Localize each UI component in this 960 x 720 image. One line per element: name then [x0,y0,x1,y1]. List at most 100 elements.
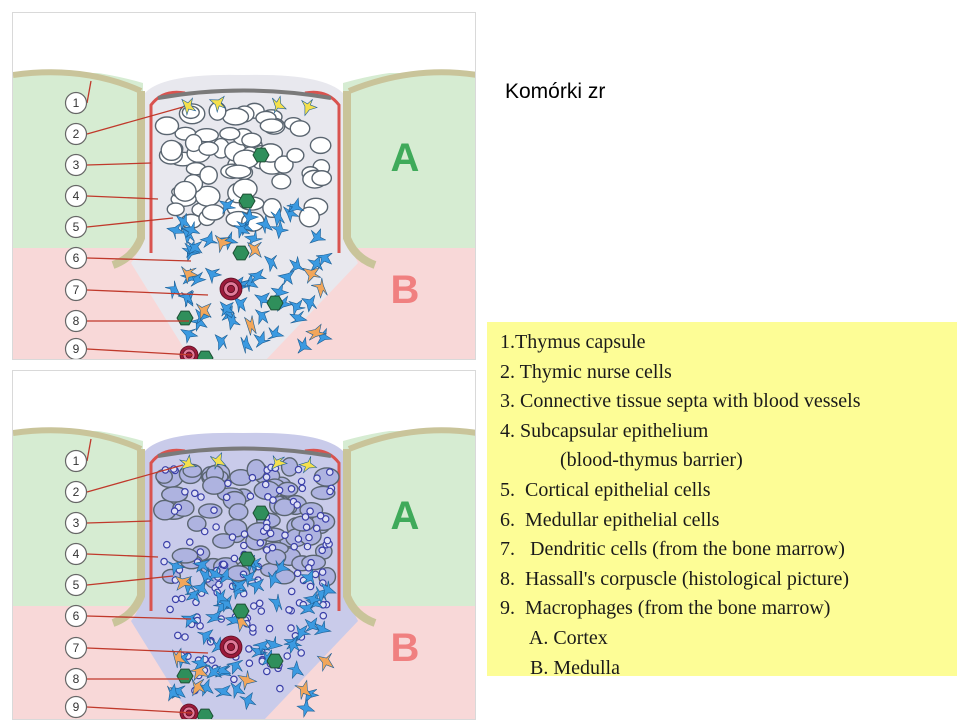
thymic-nurse-cell [210,451,227,470]
legend-item: 9. Macrophages (from the bone marrow) [500,597,831,620]
zone-label-cortex: A [391,136,420,180]
zone-label-cortex: A [391,494,420,538]
legend-item: B. Medulla [500,656,620,679]
lymphocyte [306,582,315,591]
dendritic-cell [239,692,257,711]
number-label: 3 [73,516,80,530]
lymphocyte [306,507,314,516]
number-label: 4 [73,189,80,203]
leader-line [86,615,192,620]
dendritic-cell [192,559,211,573]
macrophage [266,653,284,669]
cortical-epithelial-cell [198,141,219,156]
leader-line [86,464,184,493]
cortical-epithelial-cell [171,547,199,564]
lymphocyte [318,568,327,576]
blood-vessel [149,90,186,253]
dendritic-cell [304,617,321,632]
cortical-epithelial-cell [259,118,284,134]
dendritic-cell [175,213,192,232]
dendritic-cell [164,280,181,300]
lymphocyte [312,524,321,533]
blood-vessel [304,448,341,611]
legend-item: 7. Dendritic cells (from the bone marrow… [500,538,845,561]
cortical-epithelial-cell [154,116,180,136]
lymphocyte [255,599,264,608]
medullar-epithelial-cell [196,302,212,321]
dendritic-cell [219,301,236,317]
lymphocyte [230,554,239,563]
number-badge [64,511,88,535]
medullar-epithelial-cell [237,670,258,691]
cortical-epithelial-cell [222,107,250,126]
dendritic-cell [166,222,186,240]
number-label: 4 [73,547,80,561]
thymus-capsule [347,69,475,94]
thymic-nurse-cell [301,99,318,117]
dendritic-cell [181,221,201,238]
dendritic-cell [243,230,263,247]
legend-item: A. Cortex [500,626,608,649]
macrophage [232,245,250,261]
top-space [13,371,475,431]
dendritic-cell [283,635,301,655]
septum-left [111,449,145,627]
macrophage [266,295,284,311]
dendritic-cell [253,330,271,348]
macrophage [238,193,256,209]
lymphocyte [186,538,194,546]
dendritic-cell [230,579,248,593]
septum-right [343,91,377,269]
number-badge [64,153,88,177]
dendritic-cell [263,255,278,273]
dendritic-cell [180,613,200,629]
number-badge [64,122,88,146]
dendritic-cell [180,328,199,344]
cortical-epithelial-cell [166,202,185,217]
dendritic-cell [289,310,308,324]
legend-item: 4. Subcapsular epithelium [500,419,709,442]
lymphocyte [166,605,174,614]
lymphocyte [276,684,284,693]
number-badge [64,542,88,566]
dendritic-cell [213,684,233,698]
dendritic-cell [287,660,305,680]
lymphocyte [263,667,271,676]
lymphocyte [287,624,295,632]
dendritic-cell [289,255,305,273]
lymphocyte [160,557,168,566]
leader-line [86,80,92,104]
lymphocyte [191,489,199,498]
dendritic-cell [204,267,223,285]
lymphocyte [302,523,311,532]
lymphocyte [261,480,270,489]
medullar-epithelial-cell [302,267,321,284]
lymphocyte [305,533,313,542]
cortical-epithelial-cell [311,170,333,187]
lymphocyte [319,611,328,620]
legend-box: 1.Thymus capsule 2. Thymic nurse cells 3… [487,322,957,679]
dendritic-cell [277,270,295,286]
number-label: 6 [73,609,80,623]
lymphocyte [219,560,228,569]
lymphocyte [245,645,253,653]
dendritic-cell [297,602,316,615]
dendritic-cell [187,241,203,255]
dendritic-cell [313,620,332,636]
lymphocyte [266,529,275,538]
leader-line [86,257,192,262]
number-badge [64,604,88,628]
lymphocyte [228,533,237,541]
leader-line [86,162,152,166]
lymphocyte [240,530,249,538]
cortical-epithelial-cell [289,120,311,137]
dendritic-cell [247,268,268,284]
leader-line [86,195,159,200]
lymphocyte [174,631,182,640]
medullar-epithelial-cell [214,234,234,254]
leader-line [86,348,194,356]
lymphocyte [224,479,232,488]
dendritic-cell [230,680,246,700]
